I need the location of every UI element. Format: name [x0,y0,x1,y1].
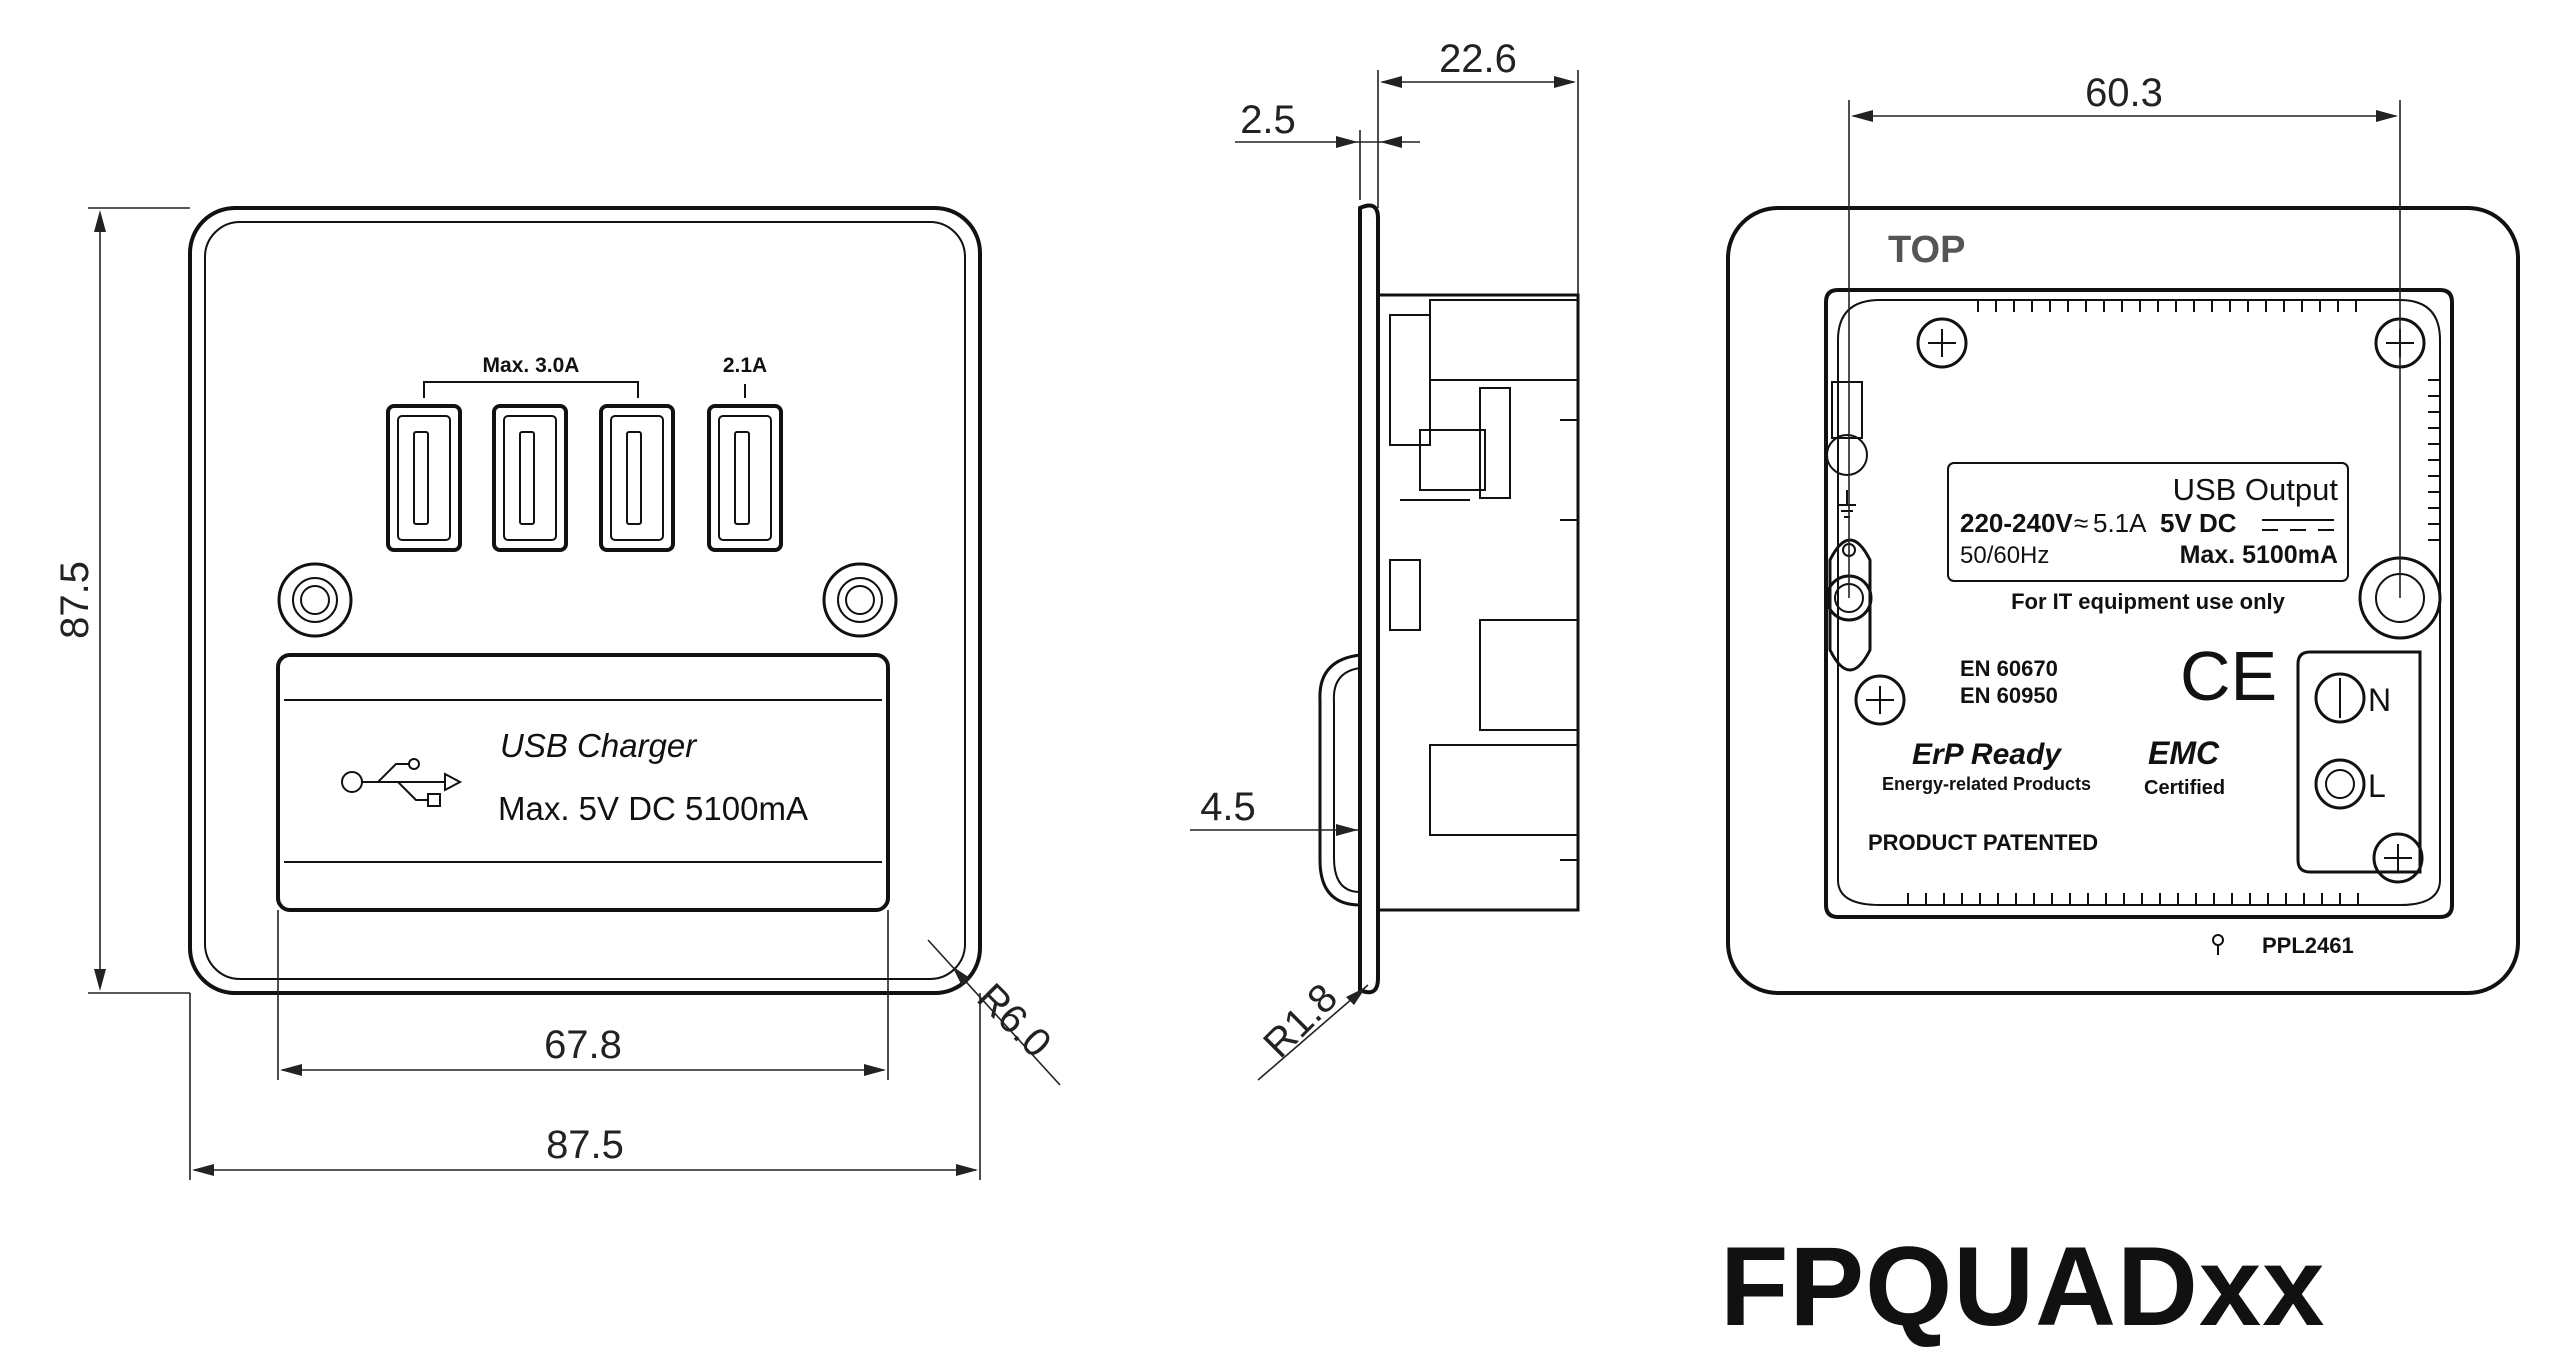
charger-rating: Max. 5V DC 5100mA [498,790,808,827]
dim-front-height-label: 87.5 [53,561,97,639]
dim-edge-radius [1257,984,1369,1081]
terminal-live [2314,758,2366,810]
emc-title: EMC [2148,735,2220,771]
dim-front-height [88,207,190,994]
rear-plate-outline [1726,206,2520,995]
standard-en60670: EN 60670 [1960,656,2058,681]
side-bezel [1318,653,1361,907]
part-code: PPL2461 [2262,933,2354,958]
dim-front-width-label: 87.5 [546,1123,624,1167]
rear-screw-top-left [1916,317,1968,369]
dim-corner-radius-label: R6.0 [969,975,1060,1066]
dim-depth-total [1377,70,1579,295]
terminal-l-label: L [2368,768,2386,804]
ac-symbol-icon: ≈ [2074,508,2088,538]
usb-symbol-icon [341,758,463,807]
dim-plate-thickness [1235,130,1420,200]
standard-en60950: EN 60950 [1960,683,2058,708]
rear-view: TOP [1726,71,2520,995]
front-plate-outline [188,206,982,995]
charger-label-panel [276,653,890,912]
dim-front-width [189,993,981,1180]
dc-symbol-icon [2262,519,2334,531]
front-screw-right [822,562,898,638]
rear-screw-bottom-right [2372,832,2424,884]
terminal-neutral [2314,672,2366,724]
input-frequency: 50/60Hz [1960,542,2049,569]
product-patented: PRODUCT PATENTED [1868,830,2098,855]
input-voltage: 220-240V [1960,508,2073,538]
ce-mark: CE [2180,637,2277,715]
dim-window-width-label: 67.8 [544,1023,622,1067]
rating-label-box [1947,462,2349,582]
front-view: Max. 3.0A 2.1A [53,206,1061,1180]
dim-edge-radius-label: R1.8 [1255,976,1346,1067]
port-group-label: Max. 3.0A [483,354,580,377]
usb-port-1 [386,404,462,552]
dim-plate-thickness-label: 2.5 [1240,98,1296,142]
single-port-label: 2.1A [723,354,767,377]
dim-depth-total-label: 22.6 [1439,37,1517,81]
it-note: For IT equipment use only [2011,589,2286,614]
dim-corner-radius [927,939,1061,1086]
rear-module-body [1824,288,2454,919]
usb-port-2 [492,404,568,552]
dim-fixing-centres-label: 60.3 [2085,71,2163,115]
input-current: 5.1A [2093,508,2147,538]
dim-fixing-centres [1848,100,2401,598]
side-view: 22.6 2.5 4.5 R1.8 [1190,37,1580,1081]
usb-port-4 [707,404,783,552]
emc-subtitle: Certified [2144,777,2225,799]
rear-screw-mid-left [1854,674,1906,726]
front-screw-left [277,562,353,638]
output-voltage: 5V DC [2160,508,2237,538]
rear-right-vents [2428,379,2440,541]
rear-top-vents [1977,300,2357,312]
dim-flange-offset-label: 4.5 [1200,785,1256,829]
rear-bottom-vents [1907,893,2359,905]
erp-title: ErP Ready [1912,738,2062,771]
erp-subtitle: Energy-related Products [1882,774,2091,794]
side-body [1376,293,1580,912]
model-title: FPQUADxx [1720,1224,2326,1349]
terminal-n-label: N [2368,682,2391,718]
output-max: Max. 5100mA [2180,541,2338,569]
usb-port-3 [599,404,675,552]
earth-terminal-icon [1826,381,1868,557]
side-face-plate [1358,203,1380,995]
dim-flange-offset [1190,824,1358,836]
usb-output-label: USB Output [2173,472,2339,507]
charger-title: USB Charger [500,727,698,764]
top-marker: TOP [1888,229,1965,271]
front-plate-inner-edge [204,221,966,980]
port-group-bracket [423,381,639,398]
recycle-mark-icon [2212,934,2224,955]
terminal-block [2296,650,2422,874]
dim-window-width [277,910,889,1080]
